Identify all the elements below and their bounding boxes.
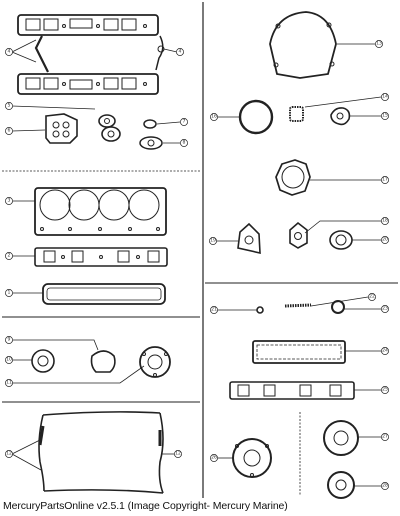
thermostat-gasket (139, 136, 163, 150)
panel-dividers (2, 2, 398, 498)
callout-21: 21 (211, 307, 217, 313)
callout-13: 13 (376, 41, 382, 47)
callout-4-left: 4 (8, 49, 11, 55)
drive-housing-gasket (323, 420, 359, 456)
callout-22: 22 (369, 294, 375, 300)
callout-5: 5 (8, 103, 11, 109)
callout-12-right: 12 (175, 451, 181, 457)
raw-water-pump-gasket (232, 438, 272, 478)
callout-15: 15 (382, 113, 388, 119)
pump-cover-gasket-c (329, 230, 353, 250)
pump-cover-gasket-a (237, 222, 261, 255)
callout-3: 3 (8, 198, 11, 204)
timing-cover-gasket (269, 11, 337, 79)
callout-circles (5, 40, 389, 490)
distributor-seal (289, 106, 304, 122)
copyright-caption: MercuryPartsOnline v2.5.1 (Image Copyrig… (3, 500, 288, 512)
valve-cover-gasket (42, 283, 166, 305)
callout-14: 14 (382, 94, 388, 100)
callout-7: 7 (183, 119, 186, 125)
callout-10: 10 (6, 357, 12, 363)
intake-manifold-gasket-top (17, 14, 159, 36)
intake-plenum-gasket (229, 381, 355, 400)
fuel-pump-gasket-large (139, 346, 171, 378)
callout-28: 28 (382, 483, 388, 489)
bellhousing-seal (327, 471, 355, 499)
rubber-o-ring-small (331, 300, 345, 314)
intake-manifold-gasket-bottom (17, 73, 159, 95)
small-plug-seal (256, 306, 264, 314)
callout-16: 16 (211, 114, 217, 120)
seal-strip (284, 303, 312, 308)
callout-27: 27 (382, 434, 388, 440)
end-seal-strips (34, 35, 165, 73)
callout-23: 23 (382, 306, 388, 312)
fuel-pump-gasket-small (31, 349, 55, 373)
exhaust-manifold-gasket (34, 247, 168, 267)
callout-2: 2 (8, 253, 11, 259)
callout-25: 25 (382, 387, 388, 393)
callout-12-left: 12 (6, 451, 12, 457)
callout-9: 9 (8, 337, 11, 343)
callout-8: 8 (183, 140, 186, 146)
callout-11: 11 (6, 380, 12, 386)
water-pump-gasket (98, 114, 121, 142)
callout-1: 1 (8, 290, 11, 296)
fuel-pump-gasket-medium (90, 350, 116, 373)
rocker-cover-gasket (252, 340, 346, 364)
large-o-ring (238, 99, 274, 135)
callout-19: 19 (210, 238, 216, 244)
callout-18: 18 (382, 218, 388, 224)
flywheel-housing-gasket (275, 159, 311, 196)
callout-26: 26 (211, 455, 217, 461)
leader-lines (11, 39, 382, 487)
callout-4-right: 4 (179, 49, 182, 55)
callout-6: 6 (8, 128, 11, 134)
cylinder-head-gasket (34, 187, 167, 236)
small-o-ring (143, 119, 157, 129)
pump-cover-gasket-b (289, 221, 308, 249)
carburetor-base-gasket (45, 113, 78, 144)
callout-20: 20 (382, 237, 388, 243)
oil-pan-gasket (38, 411, 164, 494)
water-outlet-gasket (330, 107, 351, 126)
callout-24: 24 (382, 348, 388, 354)
callout-17: 17 (382, 177, 388, 183)
